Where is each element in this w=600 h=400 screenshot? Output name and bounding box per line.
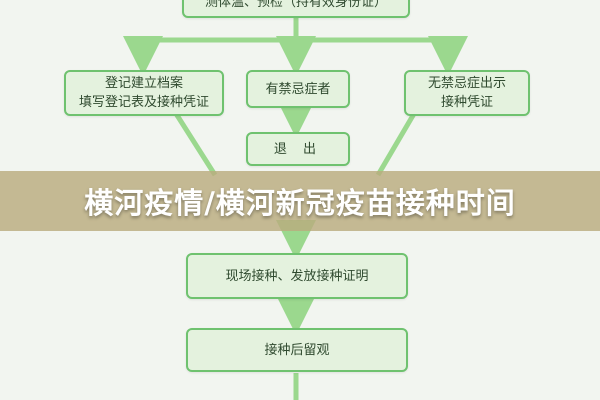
top-step-box: 测体温、预检（持有效身份证） (182, 0, 410, 18)
observe-step-label: 接种后留观 (264, 342, 330, 358)
top-step-label: 测体温、预检（持有效身份证） (204, 0, 387, 10)
arrow-register-converge (172, 110, 218, 177)
vaccinate-step-label: 现场接种、发放接种证明 (225, 268, 369, 284)
title-banner: 横河疫情/横河新冠疫苗接种时间 (0, 171, 600, 231)
arrow-noct-converge (375, 110, 418, 177)
banner-title: 横河疫情/横河新冠疫苗接种时间 (84, 186, 516, 220)
contraindication-step-box: 有禁忌症者 (246, 70, 350, 108)
contraindication-step-label: 有禁忌症者 (265, 81, 331, 97)
no-contraindication-step-box: 无禁忌症出示 接种凭证 (404, 70, 530, 116)
register-step-box: 登记建立档案 填写登记表及接种凭证 (64, 70, 224, 116)
exit-step-label: 退 出 (273, 141, 323, 157)
vaccinate-step-box: 现场接种、发放接种证明 (186, 253, 408, 299)
no-contraindication-line-2: 接种凭证 (440, 95, 493, 110)
register-step-line-1: 登记建立档案 (104, 76, 183, 91)
no-contraindication-line-1: 无禁忌症出示 (427, 76, 506, 91)
register-step-line-2: 填写登记表及接种凭证 (78, 95, 209, 110)
observe-step-box: 接种后留观 (186, 328, 408, 372)
exit-step-box: 退 出 (246, 132, 350, 166)
